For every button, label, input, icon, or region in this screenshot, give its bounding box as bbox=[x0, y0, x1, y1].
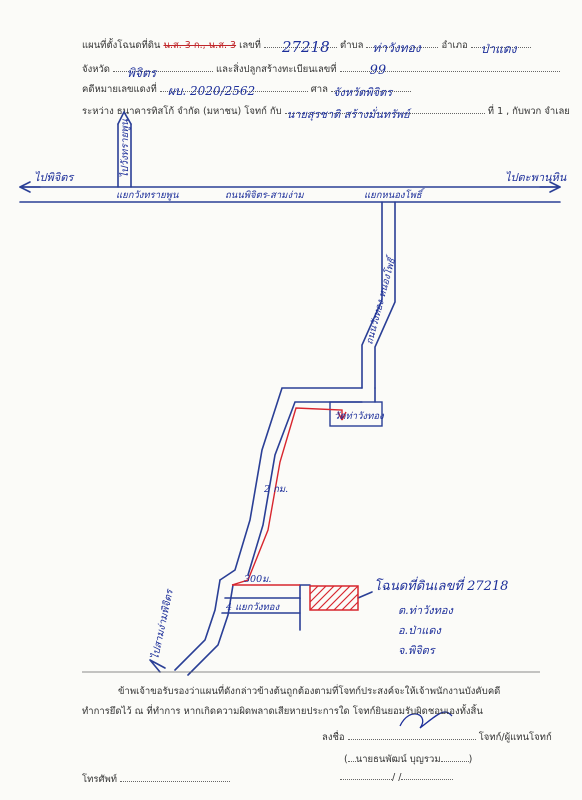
province-value: พิจิตร bbox=[127, 66, 157, 80]
parcel-addr-1: ต.ท่าวังทอง bbox=[398, 604, 454, 617]
defendant-value: นายสุรชาติ สร้างมั่นทรัพย์ bbox=[286, 108, 410, 121]
sign-role: โจทก์/ผู้แทนโจทก์ bbox=[478, 732, 552, 743]
signature-line: ลงชื่อ โจทก์/ผู้แทนโจทก์ bbox=[322, 730, 552, 745]
phone-label: โทรศัพท์ bbox=[82, 774, 118, 785]
signer-name-line: (นายธนพัฒน์ บุญรวม) bbox=[344, 754, 473, 765]
case-label: คดีหมายเลขแดงที่ bbox=[82, 84, 157, 95]
defendant-suffix: ที่ 1 , กับพวก จำเลย bbox=[487, 106, 570, 117]
main-road-label: ถนนพิจิตร-สามง่าม bbox=[225, 190, 304, 201]
vertical-road-label: ไปวังทรายพูน bbox=[119, 118, 131, 178]
lower-road-left bbox=[174, 579, 221, 671]
bottom-left-arrow bbox=[149, 659, 166, 673]
struck-doc-type: น.ส. 3 ก., น.ส. 3 bbox=[163, 40, 237, 51]
date-slashes: / / bbox=[392, 772, 402, 783]
lower-road-right bbox=[187, 584, 234, 676]
north-road-arrow bbox=[117, 111, 132, 125]
number-label: เลขที่ bbox=[239, 40, 261, 51]
court-label: ศาล bbox=[310, 84, 328, 95]
bottom-road-dest: ไปสามง่ามพิจิตร bbox=[149, 587, 176, 661]
signature-scribble bbox=[399, 711, 453, 729]
header-line-3: คดีหมายเลขแดงที่ ผบ. 2020/2562 ศาล จังหว… bbox=[82, 82, 411, 99]
arrow-right bbox=[539, 181, 561, 193]
tambon-value: ท่าวังทอง bbox=[372, 41, 421, 55]
case-value: ผบ. 2020/2562 bbox=[167, 84, 256, 98]
route-line bbox=[231, 407, 343, 586]
road-left-dest: ไปพิจิตร bbox=[34, 171, 75, 184]
parcel-pointer bbox=[357, 591, 373, 599]
header-line-1: แผนที่ตั้งโฉนดที่ดิน น.ส. 3 ก., น.ส. 3 เ… bbox=[82, 38, 531, 56]
junction-left-label: แยกวังทรายพูน bbox=[116, 190, 179, 201]
building-label: และสิ่งปลูกสร้างทะเบียนเลขที่ bbox=[216, 64, 337, 75]
distance-2km: 2 กม. bbox=[263, 484, 288, 495]
sign-label: ลงชื่อ bbox=[322, 732, 345, 743]
branch-road-label: ถนนวังทอง-หนองโพธิ์ bbox=[361, 253, 398, 346]
header-line-2: จังหวัด พิจิตร และสิ่งปลูกสร้างทะเบียนเล… bbox=[82, 62, 560, 80]
temple-road-top bbox=[219, 387, 363, 581]
parcel-label: โฉนดที่ดินเลขที่ 27218 bbox=[374, 576, 508, 594]
title-prefix: แผนที่ตั้งโฉนดที่ดิน bbox=[82, 40, 161, 51]
certify-line-2: ทำการยึดไว้ ณ ที่ทำการ หากเกิดความผิดพลา… bbox=[82, 706, 483, 717]
temple-box bbox=[329, 401, 383, 427]
deed-number: 27218 bbox=[281, 38, 330, 56]
date-line: / / bbox=[340, 772, 454, 783]
junction-bottom-label: 4 แยกวังทอง bbox=[225, 602, 280, 613]
branch-road-right bbox=[374, 201, 396, 389]
amphoe-value: ป่าแดง bbox=[480, 42, 517, 56]
certify-line-1: ข้าพเจ้าขอรับรองว่าแผนที่ดังกล่าวข้างต้น… bbox=[118, 686, 501, 697]
lower-cross-road-top bbox=[224, 584, 311, 599]
parcel-box bbox=[309, 585, 359, 611]
branch-road-left bbox=[361, 201, 383, 389]
amphoe-label: อำเภอ bbox=[441, 40, 468, 51]
arrow-left bbox=[19, 181, 41, 193]
tambon-label: ตำบล bbox=[340, 40, 364, 51]
between-label: ระหว่าง ธนาคารทิสโก้ จำกัด (มหาชน) โจทก์… bbox=[82, 106, 282, 117]
parcel-addr-2: อ.ป่าแดง bbox=[398, 624, 442, 637]
road-right-dest: ไปตะพานหิน bbox=[505, 171, 567, 184]
phone-line: โทรศัพท์ bbox=[82, 772, 231, 787]
route-arrow bbox=[337, 411, 347, 421]
temple-label: วัดท่าวังทอง bbox=[334, 411, 385, 422]
province-label: จังหวัด bbox=[82, 64, 110, 75]
distance-300m: 300ม. bbox=[244, 574, 271, 585]
court-value: จังหวัดพิจิตร bbox=[333, 86, 393, 99]
signer-name: นายธนพัฒน์ บุญรวม bbox=[355, 754, 441, 765]
header-line-4: ระหว่าง ธนาคารทิสโก้ จำกัด (มหาชน) โจทก์… bbox=[82, 104, 570, 121]
building-value: 99 bbox=[369, 63, 387, 78]
temple-road-bottom bbox=[247, 401, 363, 576]
junction-right-label: แยกหนองโพธิ์ bbox=[364, 187, 425, 201]
parcel-addr-3: จ.พิจิตร bbox=[398, 644, 437, 657]
